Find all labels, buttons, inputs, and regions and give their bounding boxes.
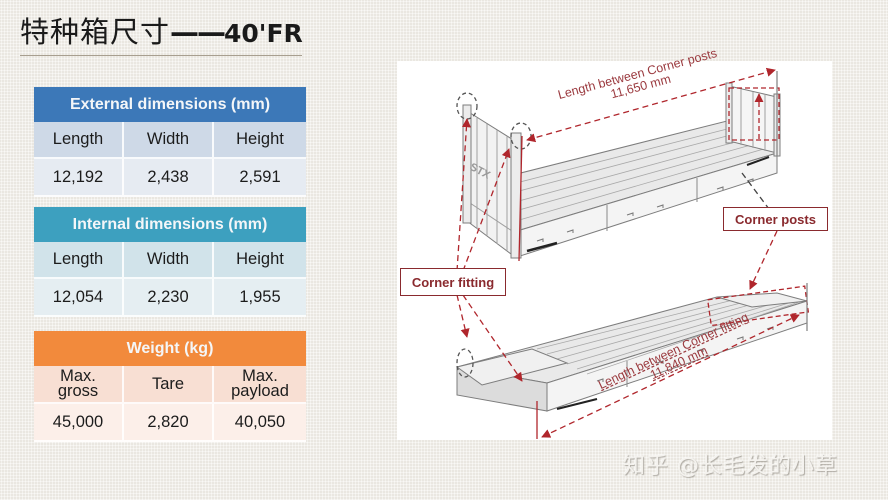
- corner-posts-callout: Corner posts: [723, 207, 828, 231]
- value-max-gross: 45,000: [34, 404, 124, 442]
- weight-table: Weight (kg) Max. gross Tare Max. payload…: [34, 331, 306, 442]
- page-title: 特种箱尺寸——40'FR: [20, 12, 303, 52]
- table-header: Internal dimensions (mm): [34, 207, 306, 242]
- value-width: 2,438: [124, 159, 214, 197]
- table-value-row: 12,054 2,230 1,955: [34, 279, 306, 317]
- flat-rack-upright-icon: STX: [462, 82, 781, 259]
- title-dash: ——: [170, 15, 226, 49]
- table-value-row: 45,000 2,820 40,050: [34, 404, 306, 442]
- container-illustration: STX: [455, 67, 810, 439]
- value-max-payload: 40,050: [214, 404, 306, 442]
- value-height: 1,955: [214, 279, 306, 317]
- label-line-1: Max.: [242, 367, 278, 385]
- column-label-length: Length: [34, 122, 124, 159]
- top-annotations: [456, 67, 780, 272]
- column-label-tare: Tare: [124, 366, 214, 404]
- table-value-row: 12,192 2,438 2,591: [34, 159, 306, 197]
- value-height: 2,591: [214, 159, 306, 197]
- corner-fitting-callout: Corner fitting: [400, 268, 506, 296]
- value-length: 12,054: [34, 279, 124, 317]
- table-header: Weight (kg): [34, 331, 306, 366]
- table-label-row: Max. gross Tare Max. payload: [34, 366, 306, 404]
- label-line-1: Max.: [60, 367, 96, 385]
- flat-rack-folded-icon: [455, 292, 808, 412]
- table-header: External dimensions (mm): [34, 87, 306, 122]
- column-label-height: Height: [214, 122, 306, 159]
- internal-dimensions-table: Internal dimensions (mm) Length Width He…: [34, 207, 306, 317]
- title-underline: [20, 55, 302, 56]
- table-label-row: Length Width Height: [34, 242, 306, 279]
- value-tare: 2,820: [124, 404, 214, 442]
- column-label-max-gross: Max. gross: [34, 366, 124, 404]
- column-label-length: Length: [34, 242, 124, 279]
- title-chinese: 特种箱尺寸: [20, 15, 171, 49]
- label-line-2: gross: [57, 382, 99, 400]
- title-code: 40'FR: [224, 19, 303, 48]
- column-label-width: Width: [124, 122, 214, 159]
- value-width: 2,230: [124, 279, 214, 317]
- label-line-2: payload: [231, 382, 289, 400]
- value-length: 12,192: [34, 159, 124, 197]
- column-label-width: Width: [124, 242, 214, 279]
- watermark: 知乎 @长毛发的小草: [623, 454, 838, 479]
- external-dimensions-table: External dimensions (mm) Length Width He…: [34, 87, 306, 197]
- column-label-height: Height: [214, 242, 306, 279]
- table-label-row: Length Width Height: [34, 122, 306, 159]
- flat-rack-diagram: STX: [397, 46, 832, 440]
- column-label-max-payload: Max. payload: [214, 366, 306, 404]
